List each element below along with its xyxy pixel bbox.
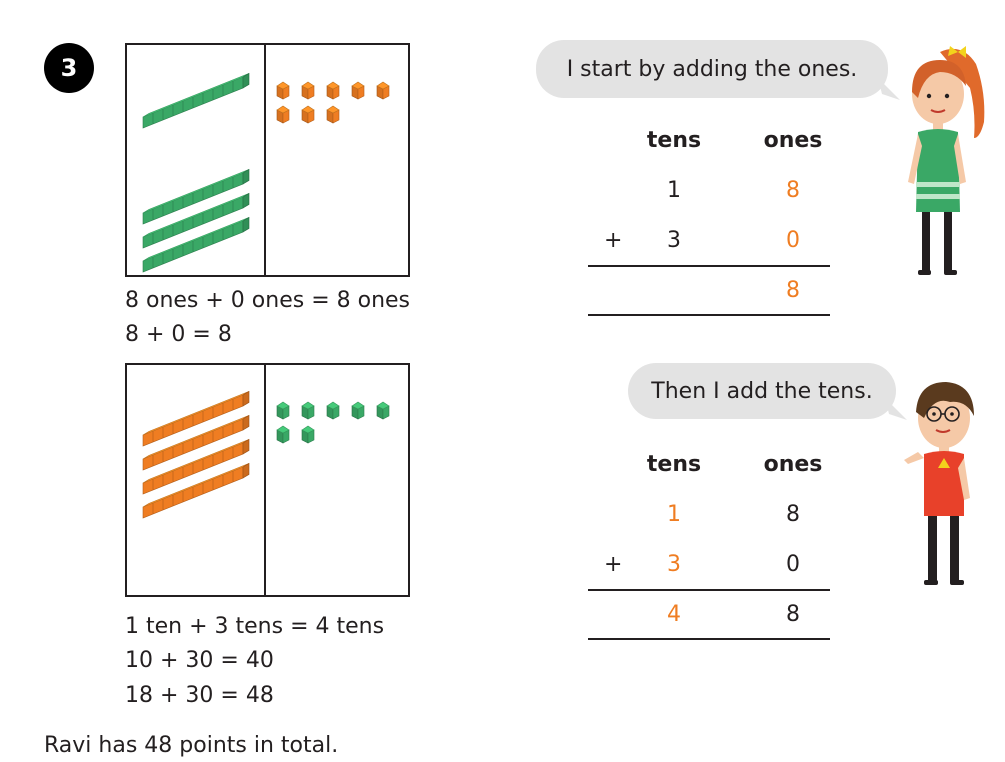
rod-end xyxy=(242,462,250,479)
one-cube xyxy=(301,425,315,444)
one-cube xyxy=(276,81,290,100)
place-value-divider xyxy=(264,45,266,275)
rod-end xyxy=(242,438,250,455)
result-ones: 8 xyxy=(786,278,800,303)
rod-end xyxy=(242,414,250,431)
girl-character-illustration xyxy=(908,46,985,275)
column-table-ones: tens ones 1 8 + 3 0 8 xyxy=(588,128,830,328)
header-ones: ones xyxy=(763,452,823,477)
column-table-tens: tens ones 1 8 + 3 0 4 8 xyxy=(588,452,830,652)
row2-ones: 0 xyxy=(786,552,800,577)
cube-top xyxy=(376,81,390,90)
cube-top xyxy=(276,425,290,434)
cube-top xyxy=(301,401,315,410)
conclusion-text: Ravi has 48 points in total. xyxy=(44,733,339,758)
one-cube xyxy=(276,105,290,124)
row1-ones: 8 xyxy=(786,502,800,527)
total-equation: 18 + 30 = 48 xyxy=(125,683,274,708)
speech-text-boy: Then I add the tens. xyxy=(651,378,873,404)
header-tens: tens xyxy=(646,128,702,153)
one-cube xyxy=(326,401,340,420)
row2-tens: 3 xyxy=(667,552,681,577)
one-cube xyxy=(326,81,340,100)
orange-ten-rods xyxy=(142,390,250,519)
speech-text-girl: I start by adding the ones. xyxy=(566,56,858,82)
place-value-box-ones xyxy=(125,43,410,277)
rod-end xyxy=(242,216,250,233)
row2-ones: 0 xyxy=(786,228,800,253)
ten-rod xyxy=(142,462,250,519)
result-ones: 8 xyxy=(786,602,800,627)
speech-bubble-boy: Then I add the tens. xyxy=(628,363,896,419)
place-value-divider xyxy=(264,365,266,595)
cube-top xyxy=(276,105,290,114)
cube-top xyxy=(376,401,390,410)
sum-line-top xyxy=(588,589,830,591)
row2-tens: 3 xyxy=(667,228,681,253)
place-value-box-tens xyxy=(125,363,410,597)
ones-equation-numbers: 8 + 0 = 8 xyxy=(125,322,232,347)
row1-tens: 1 xyxy=(667,178,681,203)
header-ones: ones xyxy=(763,128,823,153)
sum-line-bottom xyxy=(588,638,830,640)
cube-top xyxy=(326,401,340,410)
plus-sign: + xyxy=(604,228,623,253)
tens-equation-words: 1 ten + 3 tens = 4 tens xyxy=(125,614,385,639)
ten-rod xyxy=(142,72,250,129)
green-ten-rods xyxy=(142,72,250,273)
rod-end xyxy=(242,192,250,209)
ten-rod xyxy=(142,414,250,471)
cube-top xyxy=(326,105,340,114)
result-tens: 4 xyxy=(667,602,681,627)
rod-end xyxy=(242,72,250,89)
rod-end xyxy=(242,390,250,407)
speech-bubble-tail xyxy=(885,398,907,420)
green-one-cubes xyxy=(276,401,390,444)
cube-top xyxy=(301,425,315,434)
boy-character-illustration xyxy=(904,382,974,585)
cube-top xyxy=(276,401,290,410)
plus-sign: + xyxy=(604,552,623,577)
ten-rod xyxy=(142,192,250,249)
one-cube xyxy=(351,81,365,100)
one-cube xyxy=(301,105,315,124)
question-number-badge: 3 xyxy=(44,43,94,93)
one-cube xyxy=(376,401,390,420)
header-tens: tens xyxy=(646,452,702,477)
cube-top xyxy=(326,81,340,90)
sum-line-top xyxy=(588,265,830,267)
row1-ones: 8 xyxy=(786,178,800,203)
ten-rod xyxy=(142,216,250,273)
orange-one-cubes xyxy=(276,81,390,124)
sum-line-bottom xyxy=(588,314,830,316)
speech-bubble-girl: I start by adding the ones. xyxy=(536,40,888,98)
cube-top xyxy=(301,105,315,114)
one-cube xyxy=(301,401,315,420)
cube-top xyxy=(351,81,365,90)
row1-tens: 1 xyxy=(667,502,681,527)
ones-equation-words: 8 ones + 0 ones = 8 ones xyxy=(125,288,411,313)
one-cube xyxy=(276,401,290,420)
cube-top xyxy=(276,81,290,90)
one-cube xyxy=(276,425,290,444)
ten-rod xyxy=(142,168,250,225)
ten-rod xyxy=(142,390,250,447)
cube-top xyxy=(301,81,315,90)
ten-rod xyxy=(142,438,250,495)
one-cube xyxy=(326,105,340,124)
one-cube xyxy=(376,81,390,100)
one-cube xyxy=(301,81,315,100)
one-cube xyxy=(351,401,365,420)
rod-end xyxy=(242,168,250,185)
cube-top xyxy=(351,401,365,410)
rod-top xyxy=(142,73,250,118)
tens-equation-numbers: 10 + 30 = 40 xyxy=(125,648,274,673)
speech-bubble-tail xyxy=(878,78,900,100)
